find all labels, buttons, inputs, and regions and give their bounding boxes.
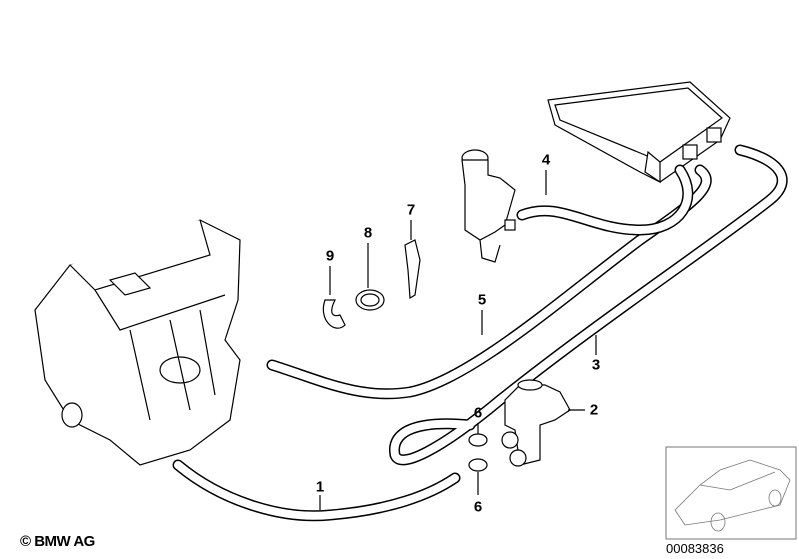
callout-3: 3 [591,356,601,374]
image-code: 00083836 [666,541,724,556]
callout-4: 4 [541,151,551,169]
callout-2: 2 [589,401,599,419]
copyright: © BMW AG [20,533,95,550]
heater-core [547,81,731,184]
callout-6-lower: 6 [473,498,483,516]
hoses [172,144,788,522]
engine-block [34,219,241,466]
callout-6-upper: 6 [473,404,483,422]
callout-1: 1 [315,478,325,496]
car-thumbnail [665,446,797,540]
hose-clamps [322,239,488,472]
leader-lines [319,170,597,510]
callout-5: 5 [477,291,487,309]
water-valve [501,379,571,467]
callout-7: 7 [406,201,416,219]
callout-8: 8 [363,224,373,242]
callout-9: 9 [325,247,335,265]
expansion-tank [461,149,516,263]
